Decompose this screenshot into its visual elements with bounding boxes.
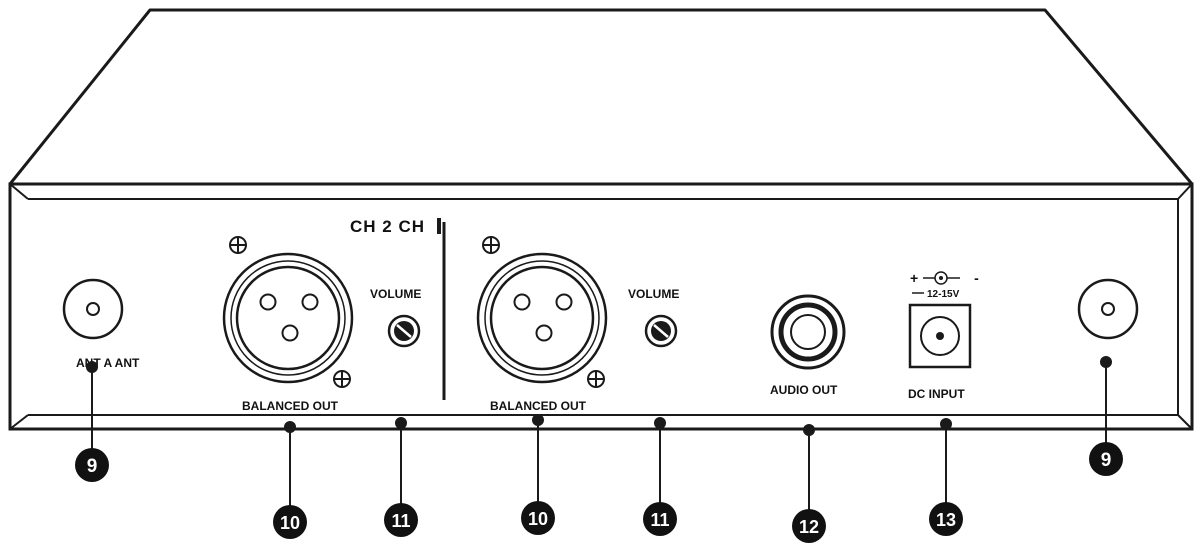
antenna-connector-right bbox=[1077, 278, 1139, 340]
audio-out-label: AUDIO OUT bbox=[770, 383, 838, 397]
callout-badge-10-right: 10 bbox=[521, 501, 555, 535]
inner-panel bbox=[28, 198, 1179, 416]
volume-label-right: VOLUME bbox=[628, 287, 679, 301]
xlr-connector-left bbox=[222, 252, 354, 384]
housing-top bbox=[8, 8, 1194, 186]
balanced-out-label-left: BALANCED OUT bbox=[242, 399, 339, 413]
xlr-connector-right bbox=[476, 252, 608, 384]
dc-input-socket bbox=[908, 303, 972, 369]
channel-header: CH 2 CH bbox=[350, 217, 425, 236]
callout-badge-11-left: 11 bbox=[384, 503, 418, 537]
callout-badge-10-left: 10 bbox=[273, 505, 307, 539]
antenna-connector-left bbox=[62, 278, 124, 340]
screw-icon bbox=[333, 370, 351, 388]
screw-icon bbox=[587, 370, 605, 388]
callout-number: 11 bbox=[391, 511, 410, 531]
callout-number: 9 bbox=[1101, 450, 1112, 471]
dc-voltage-label: 12-15V bbox=[927, 289, 960, 300]
callout-number: 10 bbox=[528, 509, 548, 529]
volume-knob-right-icon bbox=[644, 314, 678, 348]
volume-label-left: VOLUME bbox=[370, 287, 421, 301]
ant-label: ANT A ANT bbox=[76, 356, 140, 370]
callout-number: 9 bbox=[87, 456, 98, 477]
callout-number: 12 bbox=[799, 517, 819, 537]
callout-number: 11 bbox=[650, 510, 669, 530]
callout-number: 10 bbox=[280, 513, 300, 533]
dc-polarity-icon: + - bbox=[910, 270, 979, 286]
audio-out-jack bbox=[770, 294, 846, 370]
screw-icon bbox=[229, 236, 247, 254]
callout-badge-12: 12 bbox=[792, 509, 826, 543]
callout-leaders bbox=[91, 362, 1107, 511]
panel-edge-left bbox=[9, 183, 29, 200]
callout-badge-9-right: 9 bbox=[1089, 442, 1123, 476]
panel-edge-right bbox=[1177, 183, 1193, 200]
screw-icon bbox=[482, 236, 500, 254]
panel-edge-bottom-right bbox=[1177, 414, 1193, 430]
callout-badge-11-right: 11 bbox=[643, 502, 677, 536]
leader-dots bbox=[86, 356, 1112, 436]
dc-input-label: DC INPUT bbox=[908, 387, 965, 401]
callout-number: 13 bbox=[936, 510, 956, 530]
balanced-out-label-right: BALANCED OUT bbox=[490, 399, 587, 413]
panel-edge-bottom-left bbox=[9, 414, 29, 430]
volume-knob-left-icon bbox=[387, 314, 421, 348]
callout-badge-13: 13 bbox=[929, 502, 963, 536]
callout-badge-9-left: 9 bbox=[75, 448, 109, 482]
